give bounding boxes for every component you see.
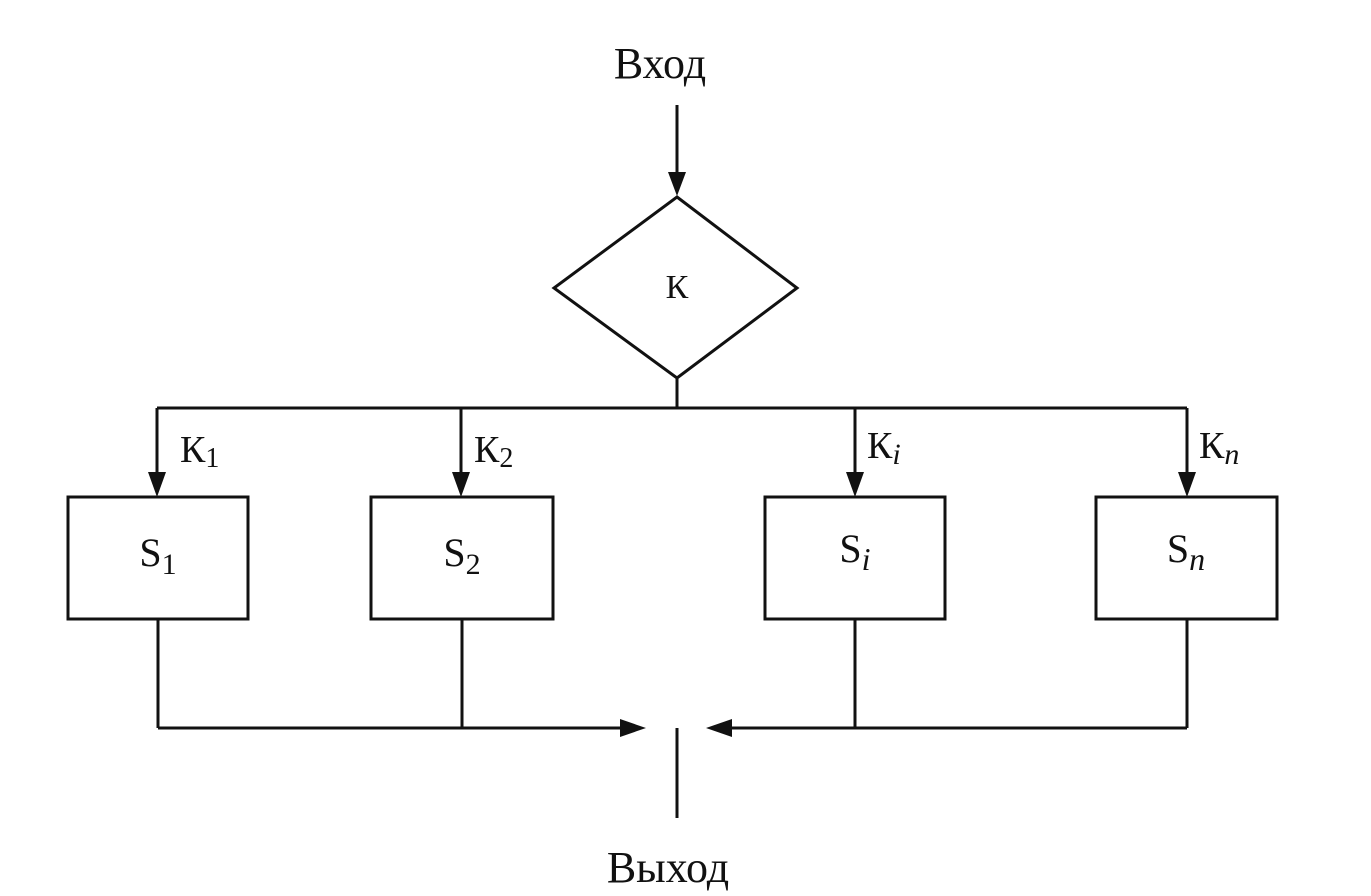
branch-i-condition-label: Кi [867,425,901,471]
right-collect-arrowhead [706,719,732,737]
branch-1-arrowhead [148,472,166,497]
branch-1-block-label: S1 [139,530,176,581]
branch-2-condition-subscript: 2 [499,443,513,474]
output-label: Выход [607,843,729,892]
branch-i-condition-subscript: i [892,438,900,471]
branch-1-block-subscript: 1 [162,548,177,581]
branch-2-block-label: S2 [443,530,480,581]
branch-i-block [763,495,947,621]
branch-1: К1 S1 [66,408,250,728]
branch-2-block-subscript: 2 [466,548,481,581]
branch-n-block-label: Sn [1167,526,1205,577]
branch-2-condition-label: К2 [474,429,513,474]
input-arrowhead [668,172,686,196]
left-collect-arrowhead [620,719,646,737]
branch-2: К2 S2 [369,408,555,728]
input-label: Вход [614,39,706,88]
branch-i-arrowhead [846,472,864,497]
branch-i-block-subscript: i [862,541,871,577]
branch-n-block-subscript: n [1189,541,1205,577]
branch-n-condition-label: Кn [1199,425,1239,471]
branch-n: Кn Sn [1094,408,1279,728]
branch-2-block [369,495,555,621]
branch-1-condition-label: К1 [180,429,219,474]
decision-label: К [666,269,689,306]
branch-n-condition-subscript: n [1224,438,1239,471]
branch-1-condition-subscript: 1 [205,443,219,474]
branch-i-block-label: Si [839,526,870,577]
branch-2-arrowhead [452,472,470,497]
branch-n-arrowhead [1178,472,1196,497]
branch-i: Кi Si [763,408,947,728]
